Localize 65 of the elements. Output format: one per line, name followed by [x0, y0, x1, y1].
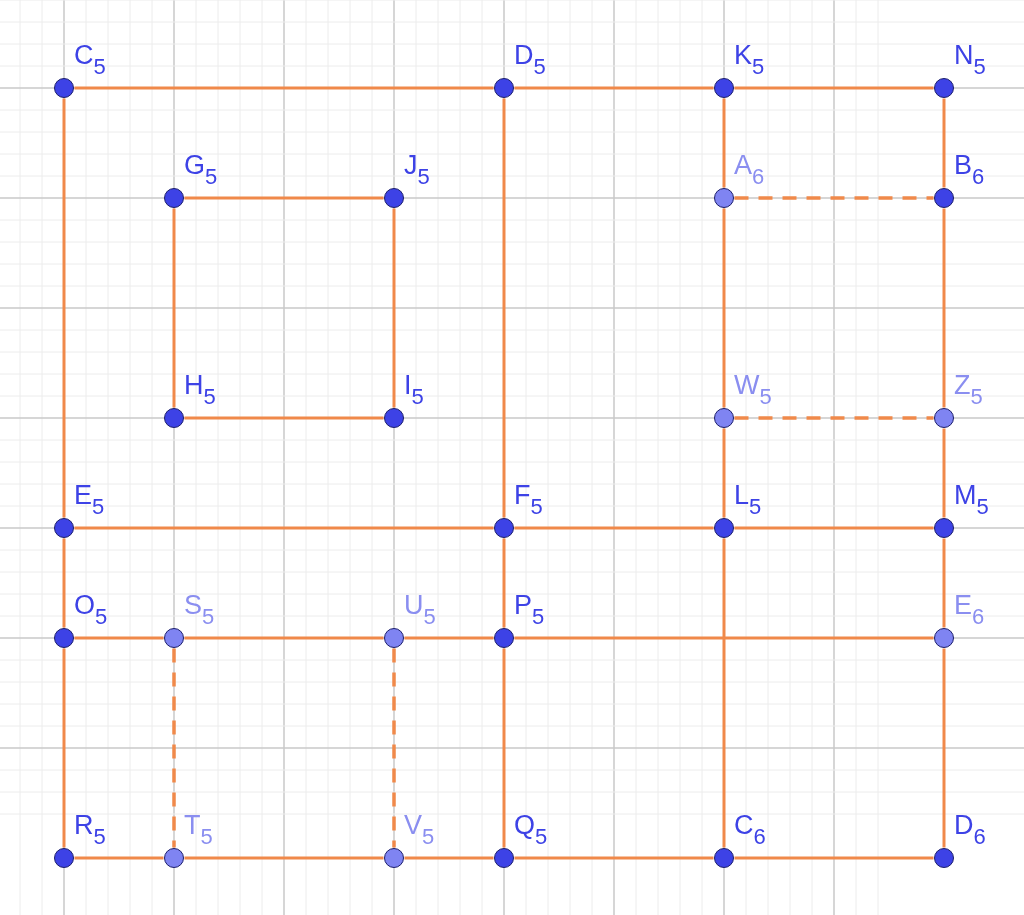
- segment: [184, 856, 384, 860]
- segment: [74, 636, 164, 640]
- segment: [514, 636, 934, 640]
- point-label: P$_{5}$: [514, 590, 545, 631]
- point-label: L$_{5}$: [734, 480, 762, 521]
- point-label: O$_{5}$: [74, 590, 108, 631]
- segment: [514, 86, 714, 90]
- segment: [734, 86, 934, 90]
- segment: [74, 856, 164, 860]
- segment: [722, 208, 726, 408]
- point-label: D$_{6}$: [954, 810, 986, 851]
- dashed-segment: [734, 416, 934, 420]
- point-label: Z$_{5}$: [954, 370, 983, 411]
- segment: [74, 526, 494, 530]
- point-label: I$_{5}$: [404, 370, 424, 411]
- point-label: B$_{6}$: [954, 150, 985, 191]
- dashed-segment: [734, 196, 934, 200]
- segment: [942, 538, 946, 628]
- segment: [172, 208, 176, 408]
- segment: [722, 428, 726, 518]
- segment: [942, 648, 946, 848]
- point-label: T$_{5}$: [184, 810, 213, 851]
- dashed-segment: [392, 648, 396, 848]
- point-label: R$_{5}$: [74, 810, 106, 851]
- segment: [184, 636, 384, 640]
- segment: [184, 416, 384, 420]
- point-label: G$_{5}$: [184, 150, 218, 191]
- point-label: J$_{5}$: [404, 150, 430, 191]
- point-label: M$_{5}$: [954, 480, 989, 521]
- point-label: E$_{6}$: [954, 590, 985, 631]
- point-label: D$_{5}$: [514, 40, 546, 81]
- segment: [74, 86, 494, 90]
- segment: [722, 538, 726, 848]
- segment: [514, 856, 714, 860]
- segment: [392, 208, 396, 408]
- segment: [404, 636, 494, 640]
- point-label: U$_{5}$: [404, 590, 436, 631]
- point-label: S$_{5}$: [184, 590, 215, 631]
- segment: [62, 98, 66, 518]
- segment: [514, 526, 714, 530]
- point-label: K$_{5}$: [734, 40, 765, 81]
- dashed-segment: [172, 648, 176, 848]
- segment: [62, 538, 66, 628]
- point-label: A$_{6}$: [734, 150, 765, 191]
- segment: [502, 538, 506, 628]
- segment: [502, 98, 506, 518]
- segment: [734, 856, 934, 860]
- point-label: C$_{6}$: [734, 810, 766, 851]
- segment: [734, 526, 934, 530]
- segment: [722, 98, 726, 188]
- point-label: F$_{5}$: [514, 480, 543, 521]
- point-label: W$_{5}$: [734, 370, 772, 411]
- point-label: H$_{5}$: [184, 370, 216, 411]
- segment: [942, 98, 946, 188]
- point-label: C$_{5}$: [74, 40, 106, 81]
- segment: [404, 856, 494, 860]
- point-label: Q$_{5}$: [514, 810, 548, 851]
- segment: [184, 196, 384, 200]
- segment: [942, 208, 946, 408]
- segment: [62, 648, 66, 848]
- point-label: V$_{5}$: [404, 810, 435, 851]
- segment: [942, 428, 946, 518]
- point-label: N$_{5}$: [954, 40, 986, 81]
- point-label: E$_{5}$: [74, 480, 105, 521]
- segment: [502, 648, 506, 848]
